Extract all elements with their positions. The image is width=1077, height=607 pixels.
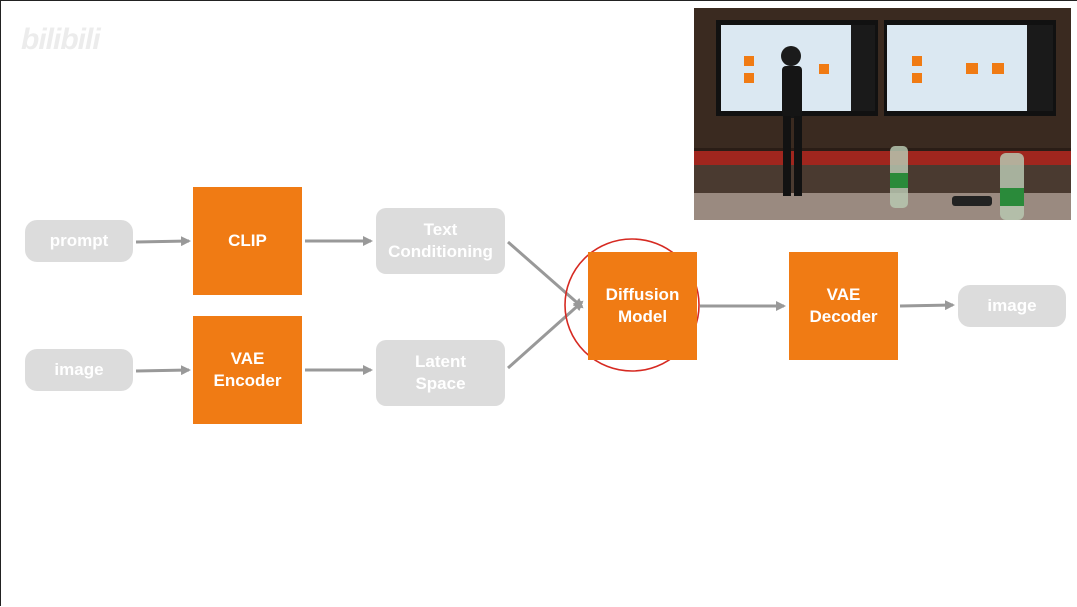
arrow-image-vae-encoder bbox=[135, 365, 191, 376]
image-output-node: image bbox=[958, 285, 1066, 327]
speaker bbox=[781, 46, 801, 66]
speaker-video-overlay bbox=[694, 8, 1071, 220]
prompt-input-node: prompt bbox=[25, 220, 133, 262]
clip-node: CLIP bbox=[193, 187, 302, 295]
vae-decoder-node: VAE Decoder bbox=[789, 252, 898, 360]
arrow-vae-decoder-image bbox=[899, 300, 955, 311]
image-input-node: image bbox=[25, 349, 133, 391]
highlight-circle bbox=[564, 238, 700, 372]
text-conditioning-node: Text Conditioning bbox=[376, 208, 505, 274]
video-frame bbox=[694, 8, 1071, 220]
diffusion-model-node: Diffusion Model bbox=[588, 252, 697, 360]
arrow-latent-space-diffusion bbox=[507, 300, 584, 370]
bottle-right bbox=[1000, 153, 1024, 220]
vae-encoder-node: VAE Encoder bbox=[193, 316, 302, 424]
arrow-text-conditioning-diffusion bbox=[507, 240, 584, 309]
latent-space-node: Latent Space bbox=[376, 340, 505, 406]
arrow-prompt-clip bbox=[135, 236, 191, 247]
bilibili-logo: bilibili bbox=[21, 23, 101, 56]
